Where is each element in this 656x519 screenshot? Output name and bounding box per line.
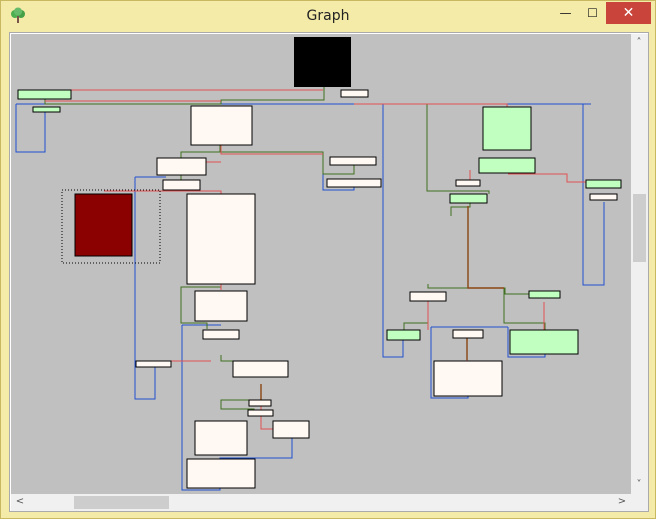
graph-node bbox=[386, 329, 421, 341]
graph-node bbox=[186, 193, 256, 285]
vertical-scroll-thumb[interactable] bbox=[633, 194, 646, 262]
scroll-down-arrow[interactable]: ˅ bbox=[636, 479, 642, 490]
graph-node bbox=[329, 156, 377, 166]
horizontal-scrollbar[interactable]: < > bbox=[11, 494, 631, 511]
maximize-button[interactable]: ☐ bbox=[587, 6, 598, 20]
minimize-button[interactable]: — bbox=[559, 6, 572, 20]
graph-node bbox=[162, 179, 201, 191]
graph-node bbox=[452, 329, 484, 339]
graph-node bbox=[202, 329, 240, 340]
graph-node bbox=[32, 106, 61, 113]
graph-node bbox=[409, 291, 447, 302]
window-title: Graph bbox=[306, 8, 350, 24]
graph-canvas[interactable] bbox=[11, 34, 631, 494]
graph-node bbox=[186, 458, 256, 489]
graph-node bbox=[340, 89, 369, 98]
close-button[interactable]: ✕ bbox=[606, 2, 651, 24]
graph-node bbox=[135, 360, 172, 368]
graph-node bbox=[585, 179, 622, 189]
scroll-right-arrow[interactable]: > bbox=[617, 496, 627, 507]
graph-node bbox=[156, 157, 207, 176]
graph-node bbox=[194, 420, 248, 456]
graph-node-selected bbox=[74, 193, 133, 257]
graph-view[interactable]: ˄ ˅ < > bbox=[9, 32, 649, 512]
graph-node bbox=[509, 329, 579, 355]
graph-node bbox=[247, 409, 274, 417]
horizontal-scroll-thumb[interactable] bbox=[74, 496, 169, 509]
scroll-left-arrow[interactable]: < bbox=[15, 496, 25, 507]
graph-nodes[interactable] bbox=[17, 37, 622, 489]
graph-svg[interactable] bbox=[11, 34, 631, 494]
scroll-up-arrow[interactable]: ˄ bbox=[636, 37, 642, 48]
graph-node bbox=[449, 193, 488, 204]
scrollbar-corner bbox=[631, 494, 648, 511]
graph-node bbox=[326, 178, 382, 188]
graph-node-black bbox=[294, 37, 351, 87]
graph-node bbox=[528, 290, 561, 299]
graph-node bbox=[190, 105, 253, 146]
title-bar[interactable]: Graph — ☐ ✕ bbox=[1, 1, 655, 31]
graph-node bbox=[194, 290, 248, 322]
graph-node bbox=[272, 420, 310, 439]
graph-node bbox=[433, 360, 503, 397]
graph-node bbox=[248, 399, 272, 407]
graph-node bbox=[455, 179, 481, 187]
selection-box bbox=[61, 189, 161, 264]
green-edges bbox=[44, 87, 546, 414]
graph-node bbox=[232, 360, 289, 378]
graph-node bbox=[478, 157, 536, 174]
graph-node bbox=[17, 89, 72, 100]
graph-node bbox=[482, 106, 532, 151]
graph-node bbox=[589, 193, 618, 201]
tree-icon bbox=[9, 7, 27, 25]
vertical-scrollbar[interactable]: ˄ ˅ bbox=[631, 34, 648, 494]
